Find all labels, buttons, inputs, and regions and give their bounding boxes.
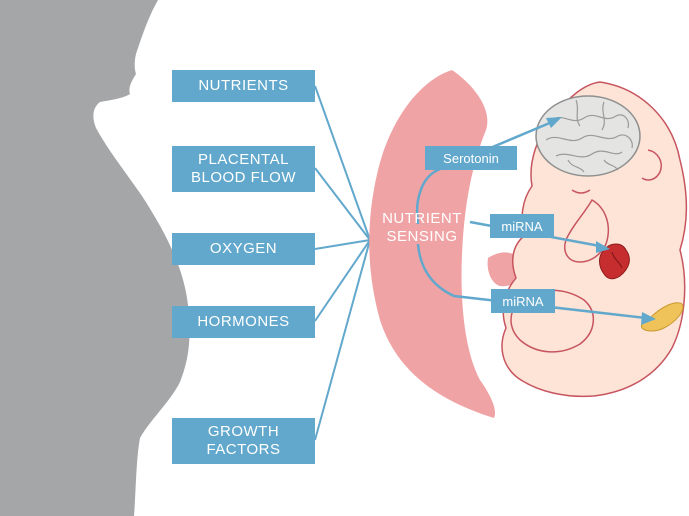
input-hormones-label: HORMONES — [197, 313, 289, 331]
input-nutrients: NUTRIENTS — [172, 70, 315, 102]
brain-icon — [536, 96, 640, 176]
connector-blood-flow — [315, 168, 370, 240]
input-nutrients-label: NUTRIENTS — [198, 77, 288, 95]
nutrient-sensing-line2: SENSING — [374, 228, 470, 246]
tag-serotonin-label: Serotonin — [443, 151, 499, 166]
input-placental-label-1: PLACENTAL — [198, 151, 289, 169]
connector-lines — [315, 86, 370, 440]
input-oxygen-label: OXYGEN — [210, 240, 277, 258]
input-growth-label-2: FACTORS — [206, 441, 280, 459]
connector-hormones — [315, 240, 370, 321]
tag-mirna-pancreas-label: miRNA — [502, 294, 543, 309]
tag-mirna-pancreas: miRNA — [491, 289, 555, 313]
input-growth-label-1: GROWTH — [208, 423, 279, 441]
input-hormones: HORMONES — [172, 306, 315, 338]
input-placental-blood-flow: PLACENTAL BLOOD FLOW — [172, 146, 315, 192]
tag-mirna-heart: miRNA — [490, 214, 554, 238]
mother-silhouette — [0, 0, 190, 516]
input-oxygen: OXYGEN — [172, 233, 315, 265]
input-placental-label-2: BLOOD FLOW — [191, 169, 296, 187]
connector-growth-factors — [315, 240, 370, 440]
tag-mirna-heart-label: miRNA — [501, 219, 542, 234]
nutrient-sensing-label: NUTRIENT SENSING — [374, 210, 470, 246]
nutrient-sensing-line1: NUTRIENT — [374, 210, 470, 228]
input-growth-factors: GROWTH FACTORS — [172, 418, 315, 464]
connector-nutrients — [315, 86, 370, 240]
tag-serotonin: Serotonin — [425, 146, 517, 170]
connector-oxygen — [315, 240, 370, 249]
